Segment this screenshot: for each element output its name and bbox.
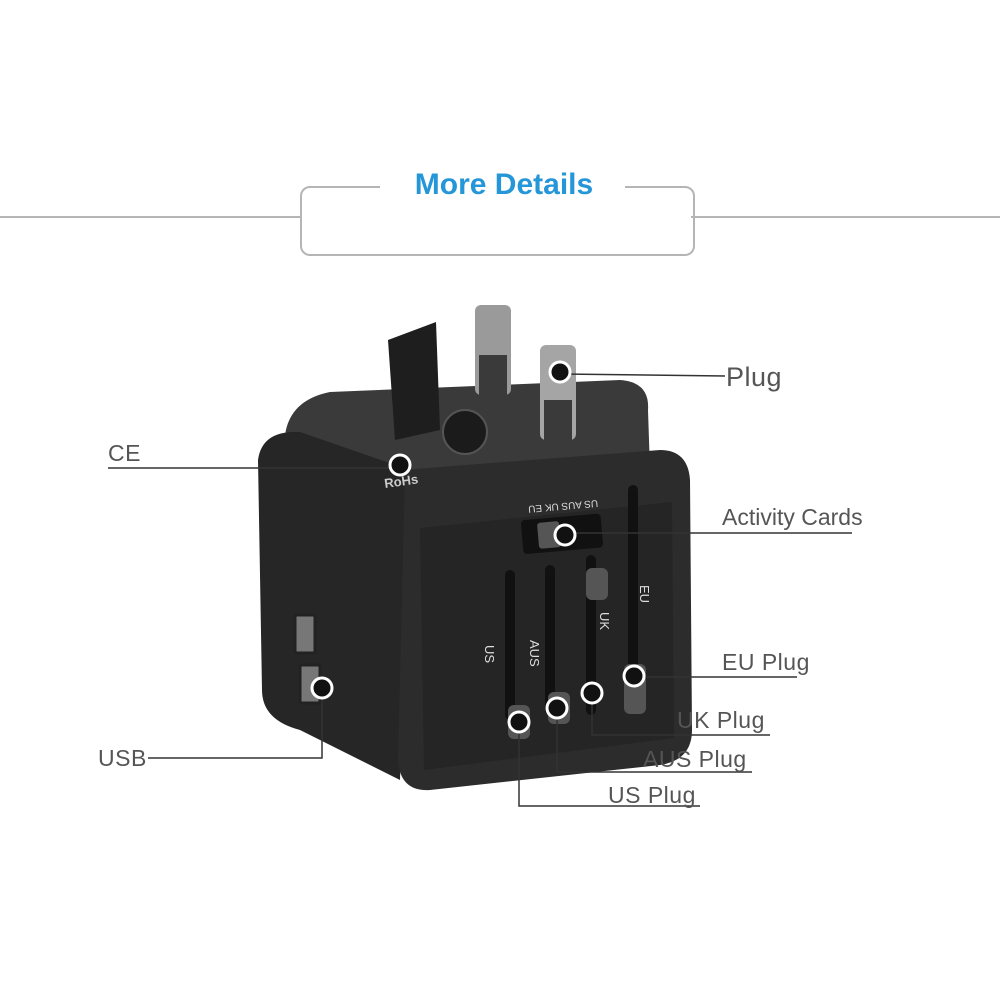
- header-rule-right: [691, 216, 1000, 218]
- callout-eu-plug: EU Plug: [722, 649, 810, 675]
- adapter-side: [258, 431, 410, 780]
- slot-eu: [628, 485, 638, 695]
- callout-uk-plug: UK Plug: [677, 707, 765, 733]
- slider-label-aus: AUS: [560, 498, 583, 512]
- callout-activity-cards: Activity Cards: [722, 504, 863, 530]
- mode-slider-knob: [537, 521, 561, 549]
- slot-label-uk: UK: [597, 612, 612, 630]
- slider-label-uk: UK: [544, 500, 560, 513]
- callout-aus-plug: AUS Plug: [643, 746, 747, 772]
- header-rule-left: [0, 216, 302, 218]
- rohs-mark: RoHs: [383, 471, 419, 491]
- callout-dot-ce: [388, 453, 412, 477]
- callout-us-plug: US Plug: [608, 782, 696, 808]
- callout-ce: CE: [108, 440, 141, 466]
- callout-dot-eu: [622, 664, 646, 688]
- callout-dot-activity-cards: [553, 523, 577, 547]
- callout-usb: USB: [98, 745, 147, 771]
- header-gap: [380, 176, 625, 196]
- callout-dot-aus: [545, 696, 569, 720]
- slot-us: [505, 570, 515, 720]
- callout-dot-uk: [580, 681, 604, 705]
- slot-aus: [545, 565, 555, 715]
- callout-plug: Plug: [726, 362, 783, 392]
- callout-dot-plug: [548, 360, 572, 384]
- callout-dot-us: [507, 710, 531, 734]
- slider-label-eu: EU: [527, 501, 543, 515]
- slider-label-us: US: [583, 496, 599, 510]
- slot-label-aus: AUS: [527, 640, 542, 667]
- rotary-dial: [442, 409, 488, 455]
- slider-uk-top: [586, 568, 608, 600]
- prong-uk-ground: [388, 322, 440, 440]
- slot-label-eu: EU: [637, 585, 652, 603]
- slot-label-us: US: [482, 645, 497, 663]
- usb-port-1: [293, 613, 317, 655]
- callout-dot-usb: [310, 676, 334, 700]
- page-title: More Details: [414, 168, 594, 201]
